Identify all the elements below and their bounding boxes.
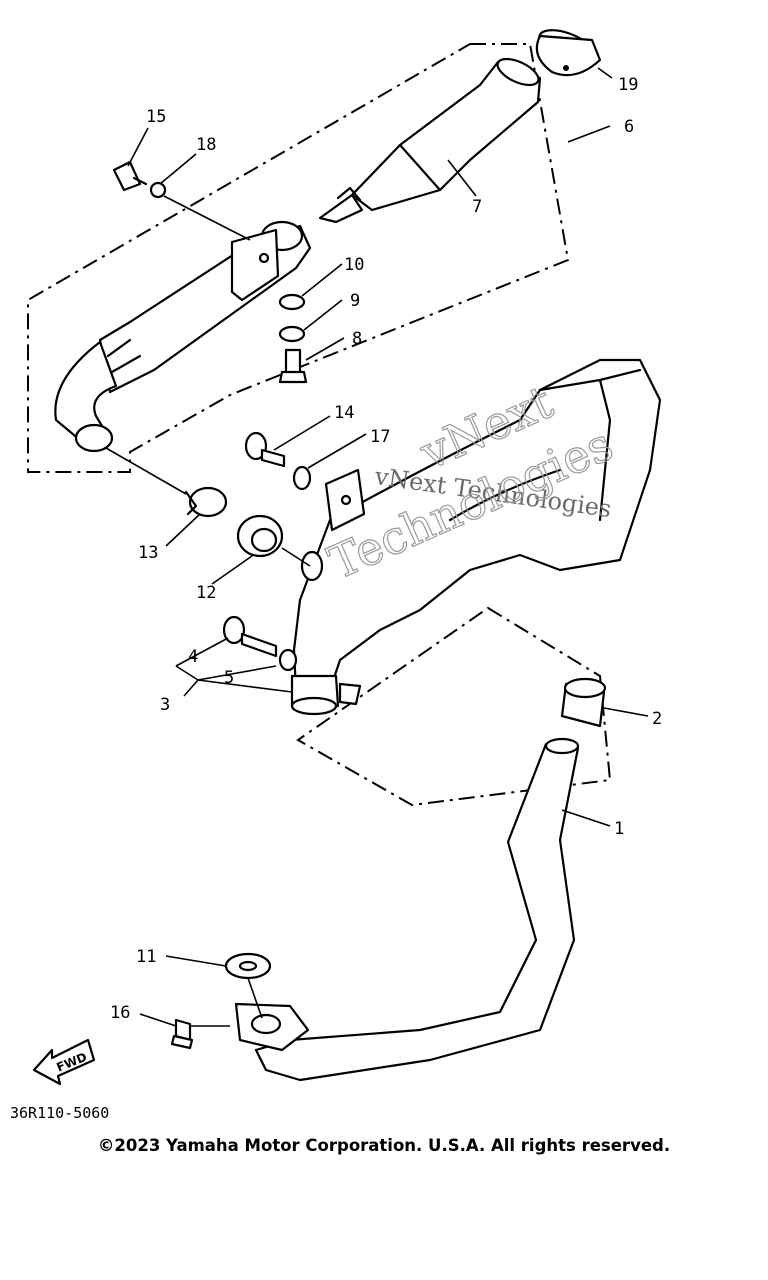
exhaust-pipe-part — [234, 737, 580, 1082]
callout-7: 7 — [472, 197, 482, 217]
gasket-11-part — [224, 952, 272, 980]
bolt-8-part — [278, 348, 308, 384]
bolt-15-part — [112, 160, 148, 192]
silencer-pipe-part — [318, 57, 542, 224]
assembly-outline-6 — [27, 43, 570, 473]
end-cap-part — [535, 29, 602, 77]
bolt-14-part — [244, 431, 286, 468]
callout-13: 13 — [138, 543, 158, 563]
bolt-4-part — [222, 615, 278, 658]
callout-3: 3 — [160, 695, 170, 715]
callout-11: 11 — [136, 947, 156, 967]
callout-8: 8 — [352, 329, 362, 349]
washer-9-part — [278, 325, 306, 343]
gasket-2-part — [560, 677, 607, 728]
callout-4: 4 — [188, 647, 198, 667]
fwd-arrow-icon: FWD — [32, 1038, 96, 1086]
callout-1: 1 — [614, 819, 624, 839]
callout-5: 5 — [224, 668, 234, 688]
washer-18-part — [149, 181, 167, 199]
callout-19: 19 — [618, 75, 638, 95]
washer-5-part — [278, 648, 298, 672]
callout-9: 9 — [350, 291, 360, 311]
diagram-code: 36R110-5060 — [10, 1104, 109, 1122]
muffler-body-part — [98, 220, 312, 394]
callout-14: 14 — [334, 403, 354, 423]
gasket-12-part — [236, 514, 284, 558]
bolt-16-part — [170, 1018, 194, 1050]
callout-15: 15 — [146, 107, 166, 127]
clamp-13-part — [184, 486, 228, 518]
callout-17: 17 — [370, 427, 390, 447]
callout-18: 18 — [196, 135, 216, 155]
copyright-notice: ©2023 Yamaha Motor Corporation. U.S.A. A… — [97, 1136, 671, 1155]
washer-10-part — [278, 293, 306, 311]
callout-2: 2 — [652, 709, 662, 729]
callout-16: 16 — [110, 1003, 130, 1023]
callout-12: 12 — [196, 583, 216, 603]
assembly-outline-pipe — [296, 606, 612, 807]
callout-10: 10 — [344, 255, 364, 275]
muffler-part — [290, 358, 662, 716]
callout-6: 6 — [624, 117, 634, 137]
washer-17-part — [292, 465, 312, 491]
